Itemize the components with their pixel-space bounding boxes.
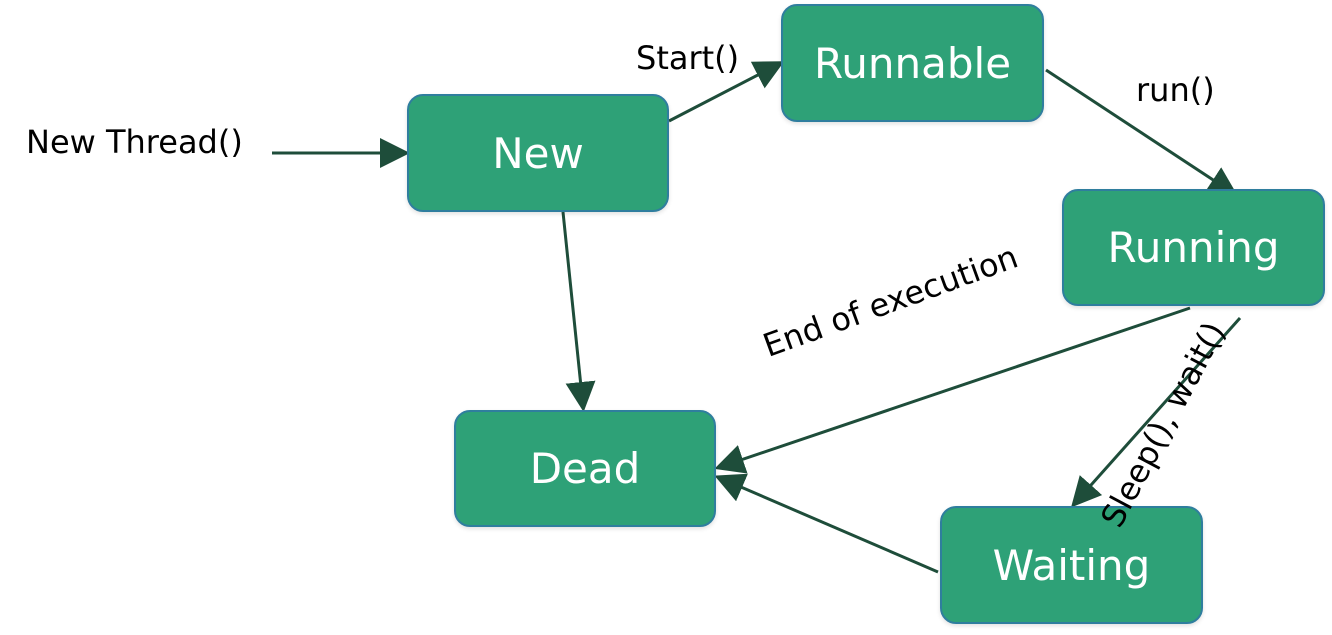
arrow-waiting-to-dead bbox=[714, 473, 939, 574]
arrow-runnable-to-running bbox=[1045, 68, 1239, 197]
label-start: Start() bbox=[636, 39, 740, 77]
state-running: Running bbox=[1062, 189, 1325, 306]
state-waiting: Waiting bbox=[940, 506, 1203, 624]
state-new: New bbox=[407, 94, 669, 212]
state-runnable: Runnable bbox=[781, 4, 1044, 122]
state-dead: Dead bbox=[454, 410, 716, 527]
label-run: run() bbox=[1136, 71, 1215, 109]
arrow-new-to-dead bbox=[561, 211, 596, 412]
arrow-running-to-dead bbox=[714, 306, 1191, 474]
arrow-new-to-runnable bbox=[668, 61, 785, 123]
label-new-thread: New Thread() bbox=[26, 123, 243, 161]
arrow-running-to-waiting bbox=[1071, 317, 1242, 508]
